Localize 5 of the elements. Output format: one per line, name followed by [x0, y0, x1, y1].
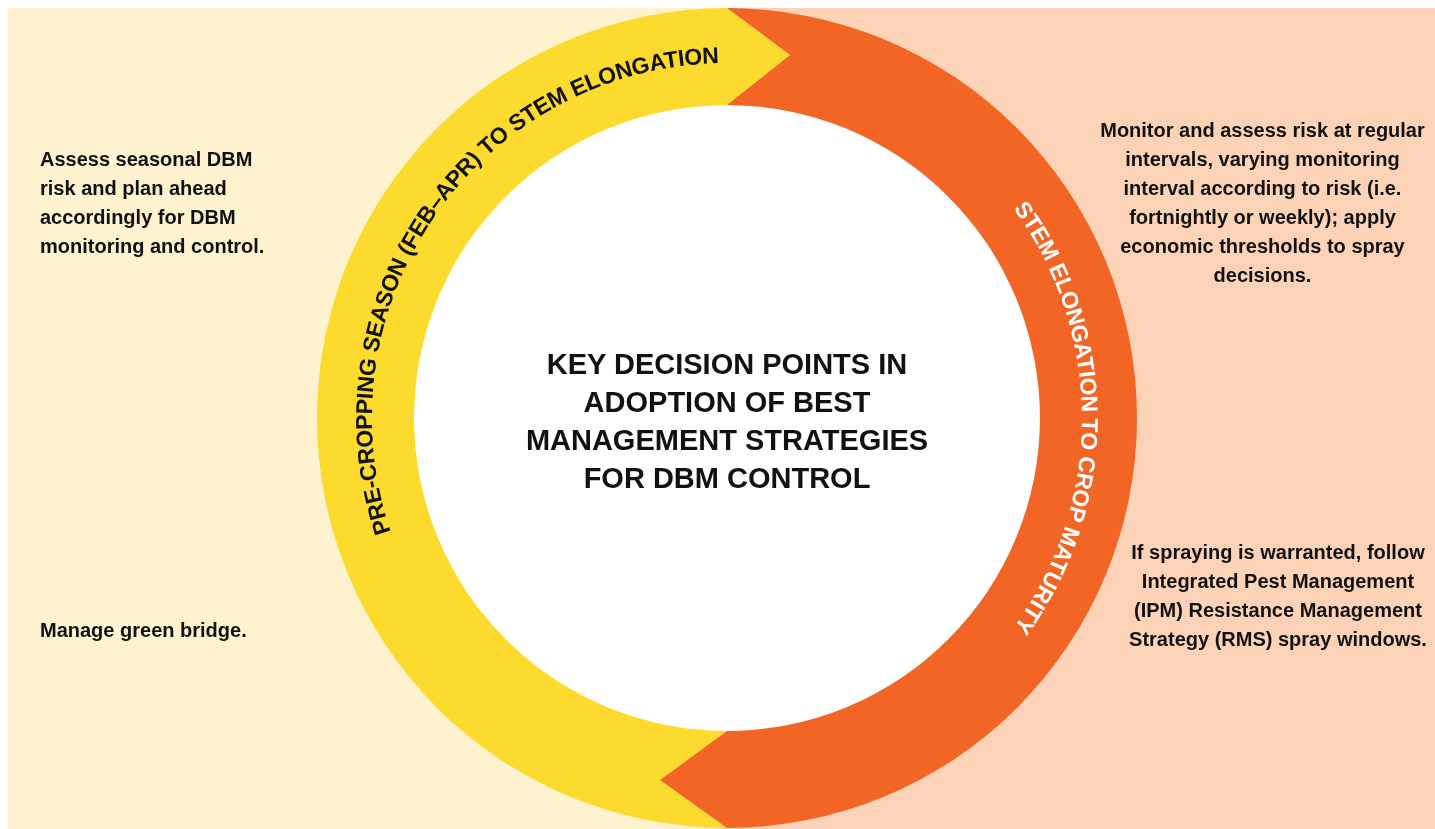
note-text: Monitor and assess risk at regular intervals, varying monitoring interval according to risk (i.e. fortnightly or weekly); apply economic thresholds to spray decisions. — [1100, 118, 1425, 288]
center-heading: KEY DECISION POINTS IN ADOPTION OF BEST MANAGEMENT STRATEGIES FOR DBM CONTROL — [502, 345, 952, 497]
note-text: Manage green bridge. — [40, 618, 248, 643]
note-text: If spraying is warranted, follow Integrated Pest Management (IPM) Resistance Management Strategy (RMS) spray windows. — [1128, 540, 1428, 652]
note-text: Assess seasonal DBM risk and plan ahead accordingly for DBM monitoring and control. — [40, 147, 266, 259]
